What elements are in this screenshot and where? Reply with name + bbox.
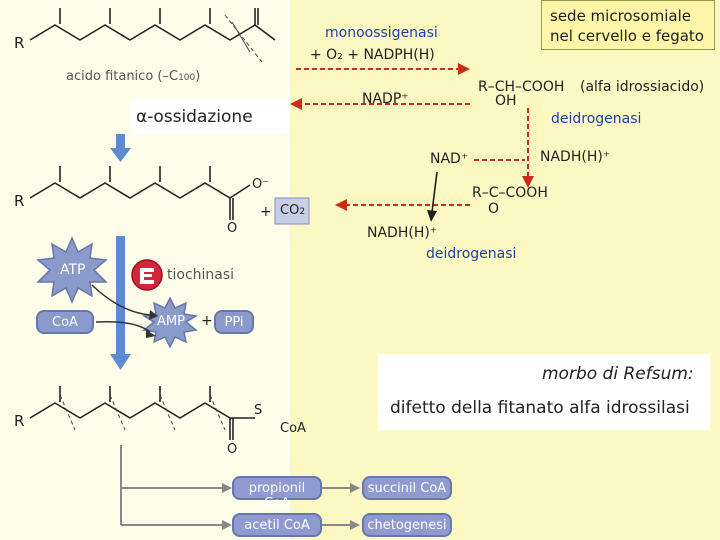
reagents-label: + O₂ + NADPH(H) xyxy=(310,47,435,63)
chetogenesi-label: chetogenesi xyxy=(367,518,447,533)
microsomal-site-line2: nel cervello e fegato xyxy=(550,27,704,45)
coa-box: CoA xyxy=(36,310,94,334)
alpha-ox-label: α-ossidazione xyxy=(136,107,253,127)
s-label: S xyxy=(254,403,263,418)
refsum-description: difetto della fitanato alfa idrossilasi xyxy=(390,398,690,418)
nad-plus-label: NAD⁺ xyxy=(430,151,469,167)
co2-label: CO2 xyxy=(280,204,305,217)
atp-burst xyxy=(36,236,108,304)
r-label-1: R xyxy=(14,34,25,52)
nadp-plus-label: NADP⁺ xyxy=(362,91,409,107)
keto-formula: R–C–COOH xyxy=(472,185,548,201)
alpha-hydroxy-formula: R–CH–COOH xyxy=(478,79,565,95)
acetil-coa-label: acetil CoA xyxy=(244,518,310,533)
nadh-label-1: NADH(H)⁺ xyxy=(540,149,611,165)
fatty-chain-3 xyxy=(29,402,255,419)
tiochinasi-label: tiochinasi xyxy=(167,267,235,283)
plus-label-2: + xyxy=(201,313,213,329)
coa-label-struct: CoA xyxy=(280,421,306,436)
fatty-chain-1 xyxy=(29,24,256,41)
phytanic-acid-close: ) xyxy=(195,69,201,84)
o-minus-label: O⁻ xyxy=(252,177,270,192)
co2-sub: 2 xyxy=(299,207,306,217)
phytanic-acid-label: acido fitanico (–C100) xyxy=(66,70,200,83)
microsomal-site-line1: sede microsomiale xyxy=(550,7,691,25)
succinil-coa-label: succinil CoA xyxy=(367,481,447,496)
fatty-chain-2 xyxy=(29,182,231,199)
phytanic-acid-sub: 100 xyxy=(178,73,196,83)
refsum-box: morbo di Refsum: difetto della fitanato … xyxy=(378,354,710,430)
phytanic-acid-text: acido fitanico (–C xyxy=(66,69,179,84)
dehydrogenase-1: deidrogenasi xyxy=(551,111,642,127)
propionil-coa-label: propionil CoA xyxy=(248,481,306,511)
acetil-coa-box: acetil CoA xyxy=(232,513,322,537)
amp-label: AMP xyxy=(157,314,185,329)
coa-box-label: CoA xyxy=(52,315,78,330)
keto-sub: O xyxy=(488,201,500,217)
o-label-3: O xyxy=(227,442,238,457)
ppi-box: PPi xyxy=(214,310,254,334)
r-label-3: R xyxy=(14,412,25,430)
ppi-box-label: PPi xyxy=(224,315,244,330)
co2-text: CO xyxy=(280,203,300,218)
plus-label-1: + xyxy=(260,204,272,220)
chetogenesi-box: chetogenesi xyxy=(362,513,452,537)
dehydrogenase-2: deidrogenasi xyxy=(426,246,517,262)
microsomal-site-box: sede microsomiale nel cervello e fegato xyxy=(541,0,715,50)
succinil-coa-box: succinil CoA xyxy=(362,476,452,500)
refsum-title: morbo di Refsum: xyxy=(542,364,694,384)
alpha-hydroxy-sub: OH xyxy=(495,93,517,109)
nadh-label-2: NADH(H)⁺ xyxy=(367,225,438,241)
propionil-coa-box: propionil CoA xyxy=(232,476,322,511)
o-label-2: O xyxy=(227,221,238,236)
atp-label: ATP xyxy=(60,262,86,278)
enzyme-monoossigenasi: monoossigenasi xyxy=(325,25,438,41)
alpha-ox-box: α-ossidazione xyxy=(130,100,288,134)
alpha-hydroxy-note: (alfa idrossiacido) xyxy=(580,79,705,95)
r-label-2: R xyxy=(14,192,25,210)
